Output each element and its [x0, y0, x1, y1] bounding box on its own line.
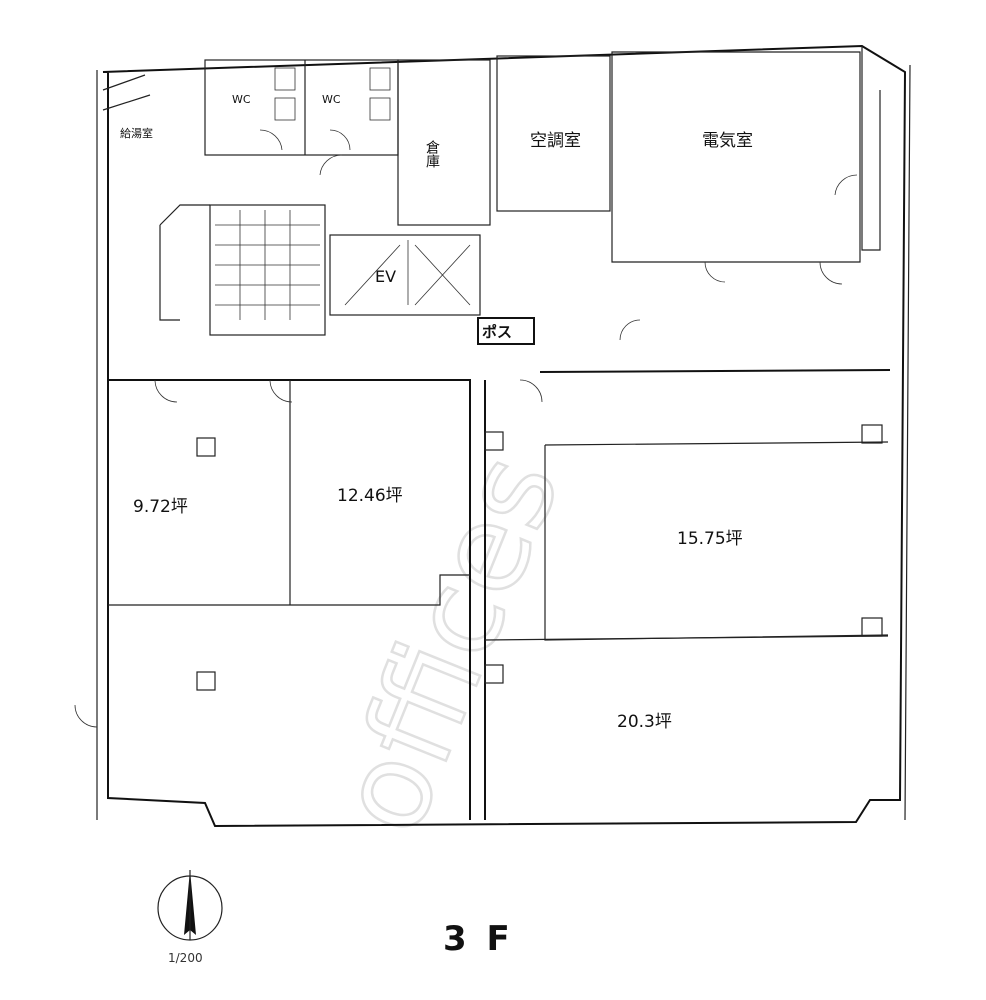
- outer-walls: [96, 44, 911, 828]
- pipe-space-box: [477, 317, 535, 345]
- unit-d-area: 20.3坪: [617, 712, 672, 732]
- north-arrow: [157, 870, 223, 941]
- storage-label: 倉庫: [424, 140, 440, 168]
- unit-a-area: 9.72坪: [133, 497, 188, 517]
- electrical-room-label: 電気室: [702, 131, 753, 151]
- unit-b-area: 12.46坪: [337, 486, 403, 506]
- service-core: [159, 51, 861, 345]
- elevator-label: EV: [375, 267, 396, 286]
- hvac-room-label: 空調室: [530, 131, 581, 151]
- kitchenette-label: 給湯室: [120, 126, 153, 140]
- scale-label: 1/200: [168, 951, 203, 965]
- wc-right-label: WC: [322, 93, 341, 106]
- unit-c-area: 15.75坪: [677, 529, 743, 549]
- stair-treads: [215, 210, 320, 320]
- tenant-walls: [74, 319, 891, 820]
- wc-left-label: WC: [232, 93, 251, 106]
- floor-label: 3 F: [443, 919, 514, 959]
- pipe-space-label: ポス: [482, 323, 512, 341]
